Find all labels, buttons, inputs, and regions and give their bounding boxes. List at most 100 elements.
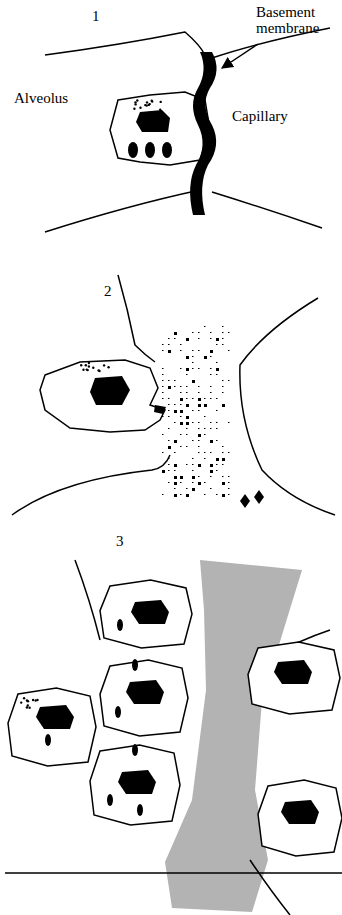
exudate-dot bbox=[186, 404, 189, 407]
exudate-dot bbox=[216, 458, 219, 461]
exudate-dot bbox=[198, 368, 200, 369]
exudate-dot bbox=[210, 392, 212, 393]
exudate-dot bbox=[186, 488, 188, 489]
organelle bbox=[128, 142, 138, 158]
exudate-dot bbox=[180, 368, 182, 369]
alveolar-wall bbox=[45, 190, 200, 232]
exudate-dot bbox=[222, 446, 224, 447]
exudate-dot bbox=[174, 332, 177, 335]
cell-nucleus bbox=[281, 800, 319, 824]
exudate-dot bbox=[210, 398, 212, 399]
exudate-dot bbox=[186, 428, 188, 429]
exudate-dot bbox=[162, 494, 164, 495]
granule bbox=[85, 364, 87, 366]
exudate-dot bbox=[210, 476, 212, 477]
granule bbox=[134, 103, 136, 105]
exudate-dot bbox=[174, 422, 176, 423]
exudate-dot bbox=[174, 410, 177, 413]
exudate-dot bbox=[222, 380, 224, 381]
exudate-dot bbox=[210, 332, 212, 333]
organelle bbox=[45, 734, 51, 746]
exudate-dot bbox=[162, 374, 164, 375]
exudate-dots bbox=[162, 326, 230, 497]
exudate-dot bbox=[180, 386, 182, 387]
granule bbox=[20, 701, 22, 703]
granule bbox=[151, 100, 153, 102]
exudate-dot bbox=[192, 464, 194, 465]
exudate-dot bbox=[174, 338, 176, 339]
exudate-dot bbox=[228, 422, 230, 423]
exudate-dot bbox=[186, 386, 188, 387]
granule bbox=[151, 100, 153, 102]
epithelial-cell bbox=[100, 660, 188, 736]
exudate-dot bbox=[198, 404, 201, 407]
exudate-dot bbox=[228, 482, 230, 483]
epithelial-cell bbox=[90, 745, 180, 825]
granule bbox=[149, 103, 151, 105]
exudate-dot bbox=[186, 356, 189, 359]
exudate-dot bbox=[162, 386, 164, 387]
exudate-dot bbox=[198, 446, 200, 447]
exudate-dot bbox=[216, 494, 218, 495]
cell-nucleus bbox=[274, 660, 312, 684]
exudate-dot bbox=[174, 470, 176, 471]
exudate-dot bbox=[186, 392, 188, 393]
exudate-dot bbox=[198, 350, 200, 351]
exudate-dot bbox=[216, 470, 218, 471]
exudate-dot bbox=[216, 428, 218, 429]
granule bbox=[35, 699, 37, 701]
granule bbox=[23, 697, 25, 699]
granule bbox=[88, 362, 90, 364]
exudate-dot bbox=[174, 380, 176, 381]
exudate-dot bbox=[192, 332, 194, 333]
exudate-dot bbox=[210, 488, 212, 489]
granule bbox=[28, 707, 30, 709]
exudate-dot bbox=[180, 392, 182, 393]
granule bbox=[26, 699, 28, 701]
exudate-dot bbox=[180, 404, 182, 405]
exudate-dot bbox=[168, 440, 170, 441]
exudate-dot bbox=[174, 452, 176, 453]
organelle bbox=[115, 706, 121, 718]
exudate-dot bbox=[210, 428, 212, 429]
exudate-dot bbox=[162, 452, 164, 453]
label-text: Basement membrane bbox=[256, 4, 336, 36]
exudate-dot bbox=[192, 350, 194, 351]
organelle bbox=[162, 142, 172, 158]
exudate-dot bbox=[192, 440, 194, 441]
granule bbox=[88, 365, 90, 367]
exudate-dot bbox=[180, 416, 182, 417]
exudate-dot bbox=[162, 470, 165, 473]
exudate-dot bbox=[186, 416, 189, 419]
epithelial-cell bbox=[100, 580, 192, 648]
granule bbox=[159, 109, 161, 111]
exudate-dot bbox=[210, 464, 213, 467]
epithelial-cell bbox=[248, 642, 340, 714]
exudate-dot bbox=[168, 398, 170, 399]
exudate-dot bbox=[192, 362, 194, 363]
exudate-dot bbox=[180, 398, 183, 401]
alveolar-wall bbox=[118, 275, 155, 362]
exudate-dot bbox=[210, 350, 213, 353]
exudate-dot bbox=[216, 398, 218, 399]
panel-two bbox=[12, 275, 335, 515]
granule bbox=[32, 699, 34, 701]
granule bbox=[92, 367, 94, 369]
exudate-dot bbox=[186, 398, 188, 399]
exudate-dot bbox=[192, 470, 194, 471]
exudate-dot bbox=[204, 452, 206, 453]
exudate-dot bbox=[186, 434, 188, 435]
exudate-dot bbox=[174, 476, 177, 479]
exudate-dot bbox=[180, 350, 182, 351]
granule bbox=[136, 99, 138, 101]
exudate-dot bbox=[168, 470, 170, 471]
basement-membrane bbox=[190, 52, 216, 215]
exudate-dot bbox=[186, 422, 189, 425]
exudate-dot bbox=[192, 482, 194, 483]
exudate-dot bbox=[228, 476, 230, 477]
exudate-dot bbox=[198, 476, 200, 477]
exudate-dot bbox=[186, 368, 189, 371]
exudate-dot bbox=[180, 446, 182, 447]
granule bbox=[107, 366, 109, 368]
